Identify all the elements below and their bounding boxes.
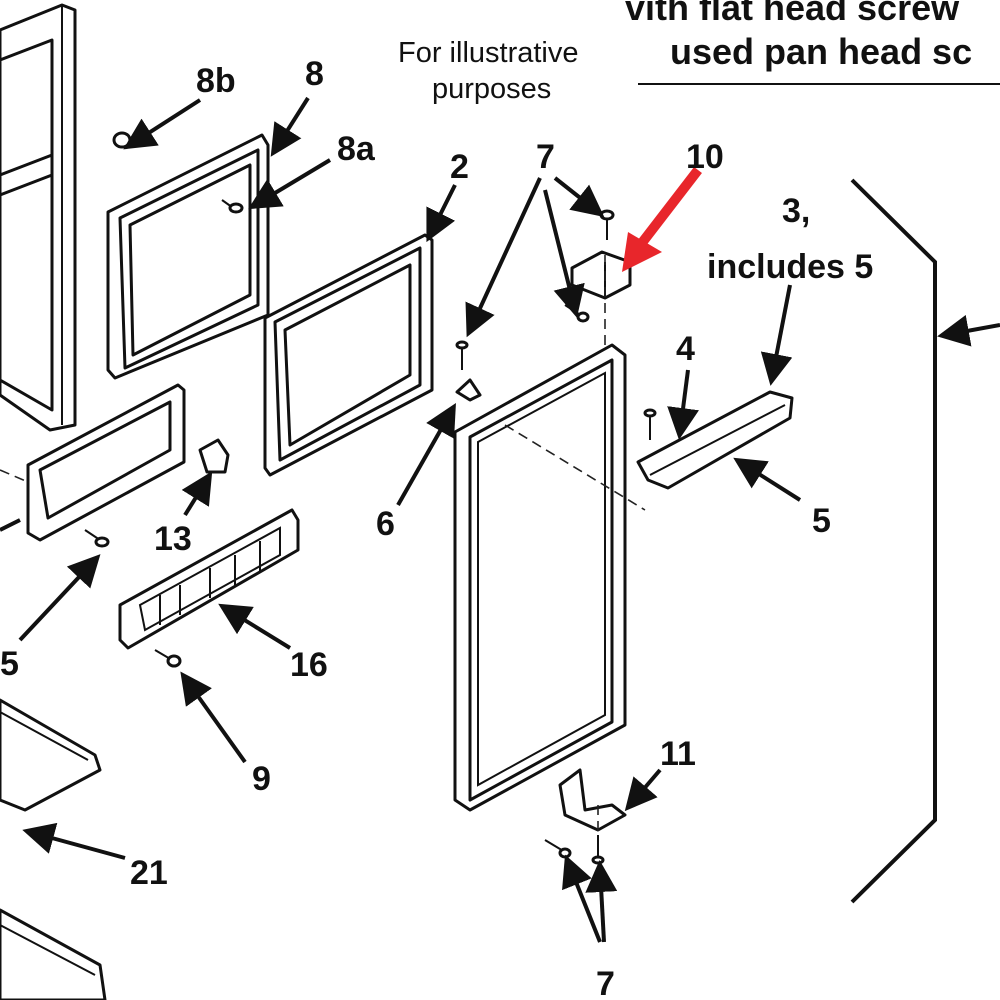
callout-9: 9 [252,760,271,798]
arrow-7-a [465,177,542,338]
part-11-bottom-hinge [544,768,627,865]
arrow-frame-left [0,518,21,532]
arrow-4 [667,369,699,440]
part-16-grille [118,508,300,650]
part-8b-plug [112,131,132,149]
callout-3-line-1: 3, [782,192,810,230]
arrow-5-right [733,457,802,502]
arrow-7-bottom-a [562,854,602,943]
callout-21: 21 [130,854,168,892]
highlight-arrow-10-shaft [634,166,702,252]
callout-2: 2 [450,148,469,186]
callout-13: 13 [154,520,192,558]
callout-3-line-2: includes 5 [707,248,873,286]
arrow-8b [123,98,202,150]
cabinet-frame [0,3,77,432]
callout-8b: 8b [196,62,236,100]
arrow-5-left [18,554,101,642]
part-8a-screw [221,199,244,214]
callout-16: 16 [290,646,328,684]
header-line-1: vith flat head screw [625,0,960,28]
arrow-7-c [543,189,585,318]
callout-7-bottom: 7 [596,965,615,1000]
leader-arrows [0,96,1000,943]
callout-5-right: 5 [812,502,831,540]
part-15-screw [84,529,110,548]
arrow-13 [181,471,213,517]
highlight-arrow-10-head [622,232,662,272]
arrow-bracket [937,314,1000,347]
assembly-bracket [850,178,937,904]
arrow-8 [270,96,310,157]
callout-8: 8 [305,55,324,93]
callout-labels: 8b 8 8a 2 7 10 3, includes 5 4 5 6 13 5 … [0,55,873,1000]
arrow-9 [180,671,247,764]
part-3-freezer-door [453,255,646,812]
arrow-16 [218,603,292,650]
callout-4: 4 [676,330,695,368]
illustrative-note-line-2: purposes [432,73,551,105]
arrow-7-bottom-b [585,860,618,943]
callout-6: 6 [376,505,395,543]
part-13-clip [198,438,230,474]
part-4-handle-screw [643,408,657,440]
callout-7-top: 7 [536,138,555,176]
arrow-8a [248,158,332,210]
callout-5-left: 5 [0,645,19,683]
header-note: vith flat head screw used pan head sc [625,0,1000,85]
part-5-handle [636,390,794,490]
arrow-6 [396,403,456,506]
arrow-3 [760,284,793,386]
part-6-hinge-block [455,340,482,402]
cabinet-base [0,698,107,1000]
callout-10: 10 [686,138,724,176]
part-9-screw [154,649,182,668]
part-8-door-liner [106,133,270,380]
arrow-2 [426,184,457,243]
illustrative-note-line-1: For illustrative [398,37,579,69]
callout-11: 11 [660,735,696,773]
callout-8a: 8a [337,130,376,168]
arrow-21 [22,822,126,860]
arrow-11 [624,768,662,812]
header-line-2: used pan head sc [670,31,972,72]
part-bracket-panel [0,383,186,542]
arrow-7-b [553,176,605,217]
part-2-gasket [263,233,434,477]
